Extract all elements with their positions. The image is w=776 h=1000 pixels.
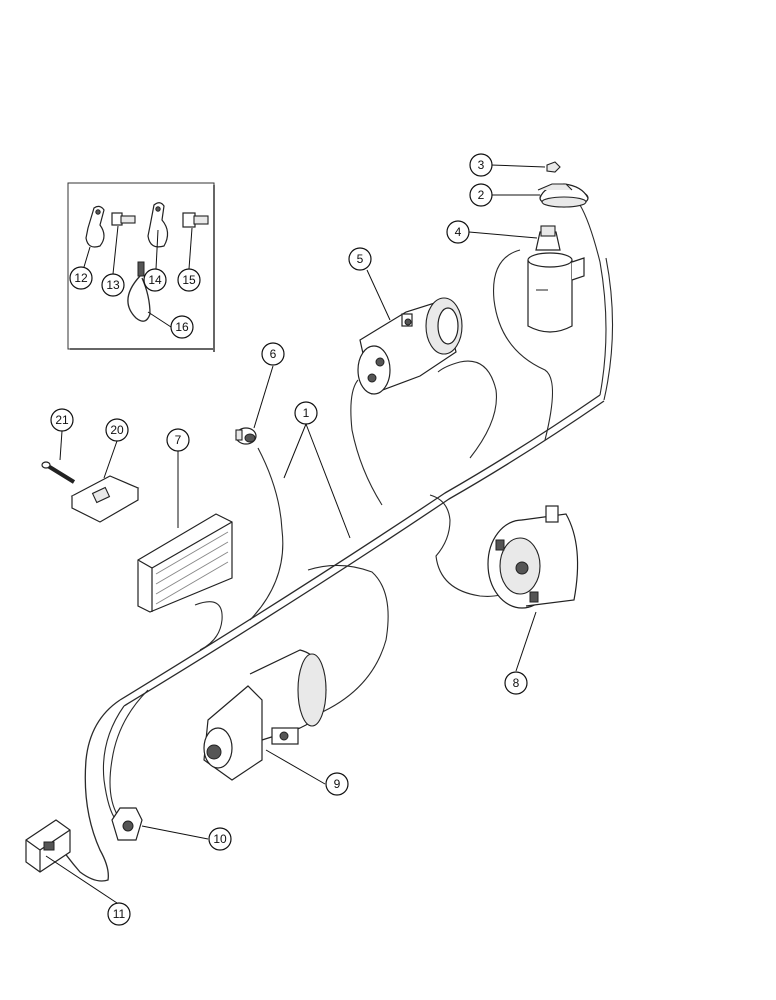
svg-text:5: 5 <box>357 252 364 266</box>
callout-2: 2 <box>469 183 493 207</box>
callout-8: 8 <box>504 671 528 695</box>
svg-text:10: 10 <box>213 832 227 846</box>
svg-text:14: 14 <box>148 273 162 287</box>
heater-core <box>137 513 233 613</box>
callout-7: 7 <box>166 428 190 452</box>
leader-lines <box>45 164 546 904</box>
svg-text:16: 16 <box>175 320 189 334</box>
callout-12: 12 <box>69 266 93 290</box>
horn <box>537 183 589 208</box>
cable-tie <box>127 261 151 322</box>
nut <box>546 161 561 173</box>
callout-10: 10 <box>208 827 232 851</box>
svg-text:3: 3 <box>478 158 485 172</box>
screw <box>41 461 76 484</box>
callout-9: 9 <box>325 772 349 796</box>
callout-5: 5 <box>348 247 372 271</box>
ac-compressor <box>357 297 463 395</box>
callout-13: 13 <box>101 273 125 297</box>
callout-14: 14 <box>143 268 167 292</box>
bolt-large <box>182 212 209 228</box>
svg-text:11: 11 <box>113 907 126 921</box>
relay-box <box>25 819 71 873</box>
connector-bracket <box>111 807 143 841</box>
callout-1: 1 <box>294 401 318 425</box>
callout-11: 11 <box>107 902 131 926</box>
svg-text:21: 21 <box>55 413 69 427</box>
callout-21: 21 <box>50 408 74 432</box>
p-clip-small <box>85 205 105 248</box>
callout-3: 3 <box>469 153 493 177</box>
svg-text:20: 20 <box>110 423 124 437</box>
callout-15: 15 <box>177 268 201 292</box>
callout-20: 20 <box>105 418 129 442</box>
svg-text:4: 4 <box>455 225 462 239</box>
svg-text:8: 8 <box>513 676 520 690</box>
harness-wires <box>55 204 614 882</box>
svg-text:9: 9 <box>334 777 341 791</box>
svg-text:1: 1 <box>303 406 310 420</box>
svg-text:15: 15 <box>182 273 196 287</box>
starter-motor <box>203 649 327 781</box>
svg-text:6: 6 <box>270 347 277 361</box>
svg-text:12: 12 <box>74 271 88 285</box>
callout-16: 16 <box>170 315 194 339</box>
receiver-drier <box>527 225 585 333</box>
p-clip-large <box>147 202 169 248</box>
alternator <box>487 505 579 609</box>
pressure-sensor <box>235 427 257 445</box>
bolt-small <box>111 212 136 226</box>
svg-text:13: 13 <box>106 278 120 292</box>
svg-text:2: 2 <box>478 188 485 202</box>
callout-4: 4 <box>446 220 470 244</box>
rubber-pad <box>70 475 140 523</box>
callout-6: 6 <box>261 342 285 366</box>
svg-text:7: 7 <box>175 433 182 447</box>
